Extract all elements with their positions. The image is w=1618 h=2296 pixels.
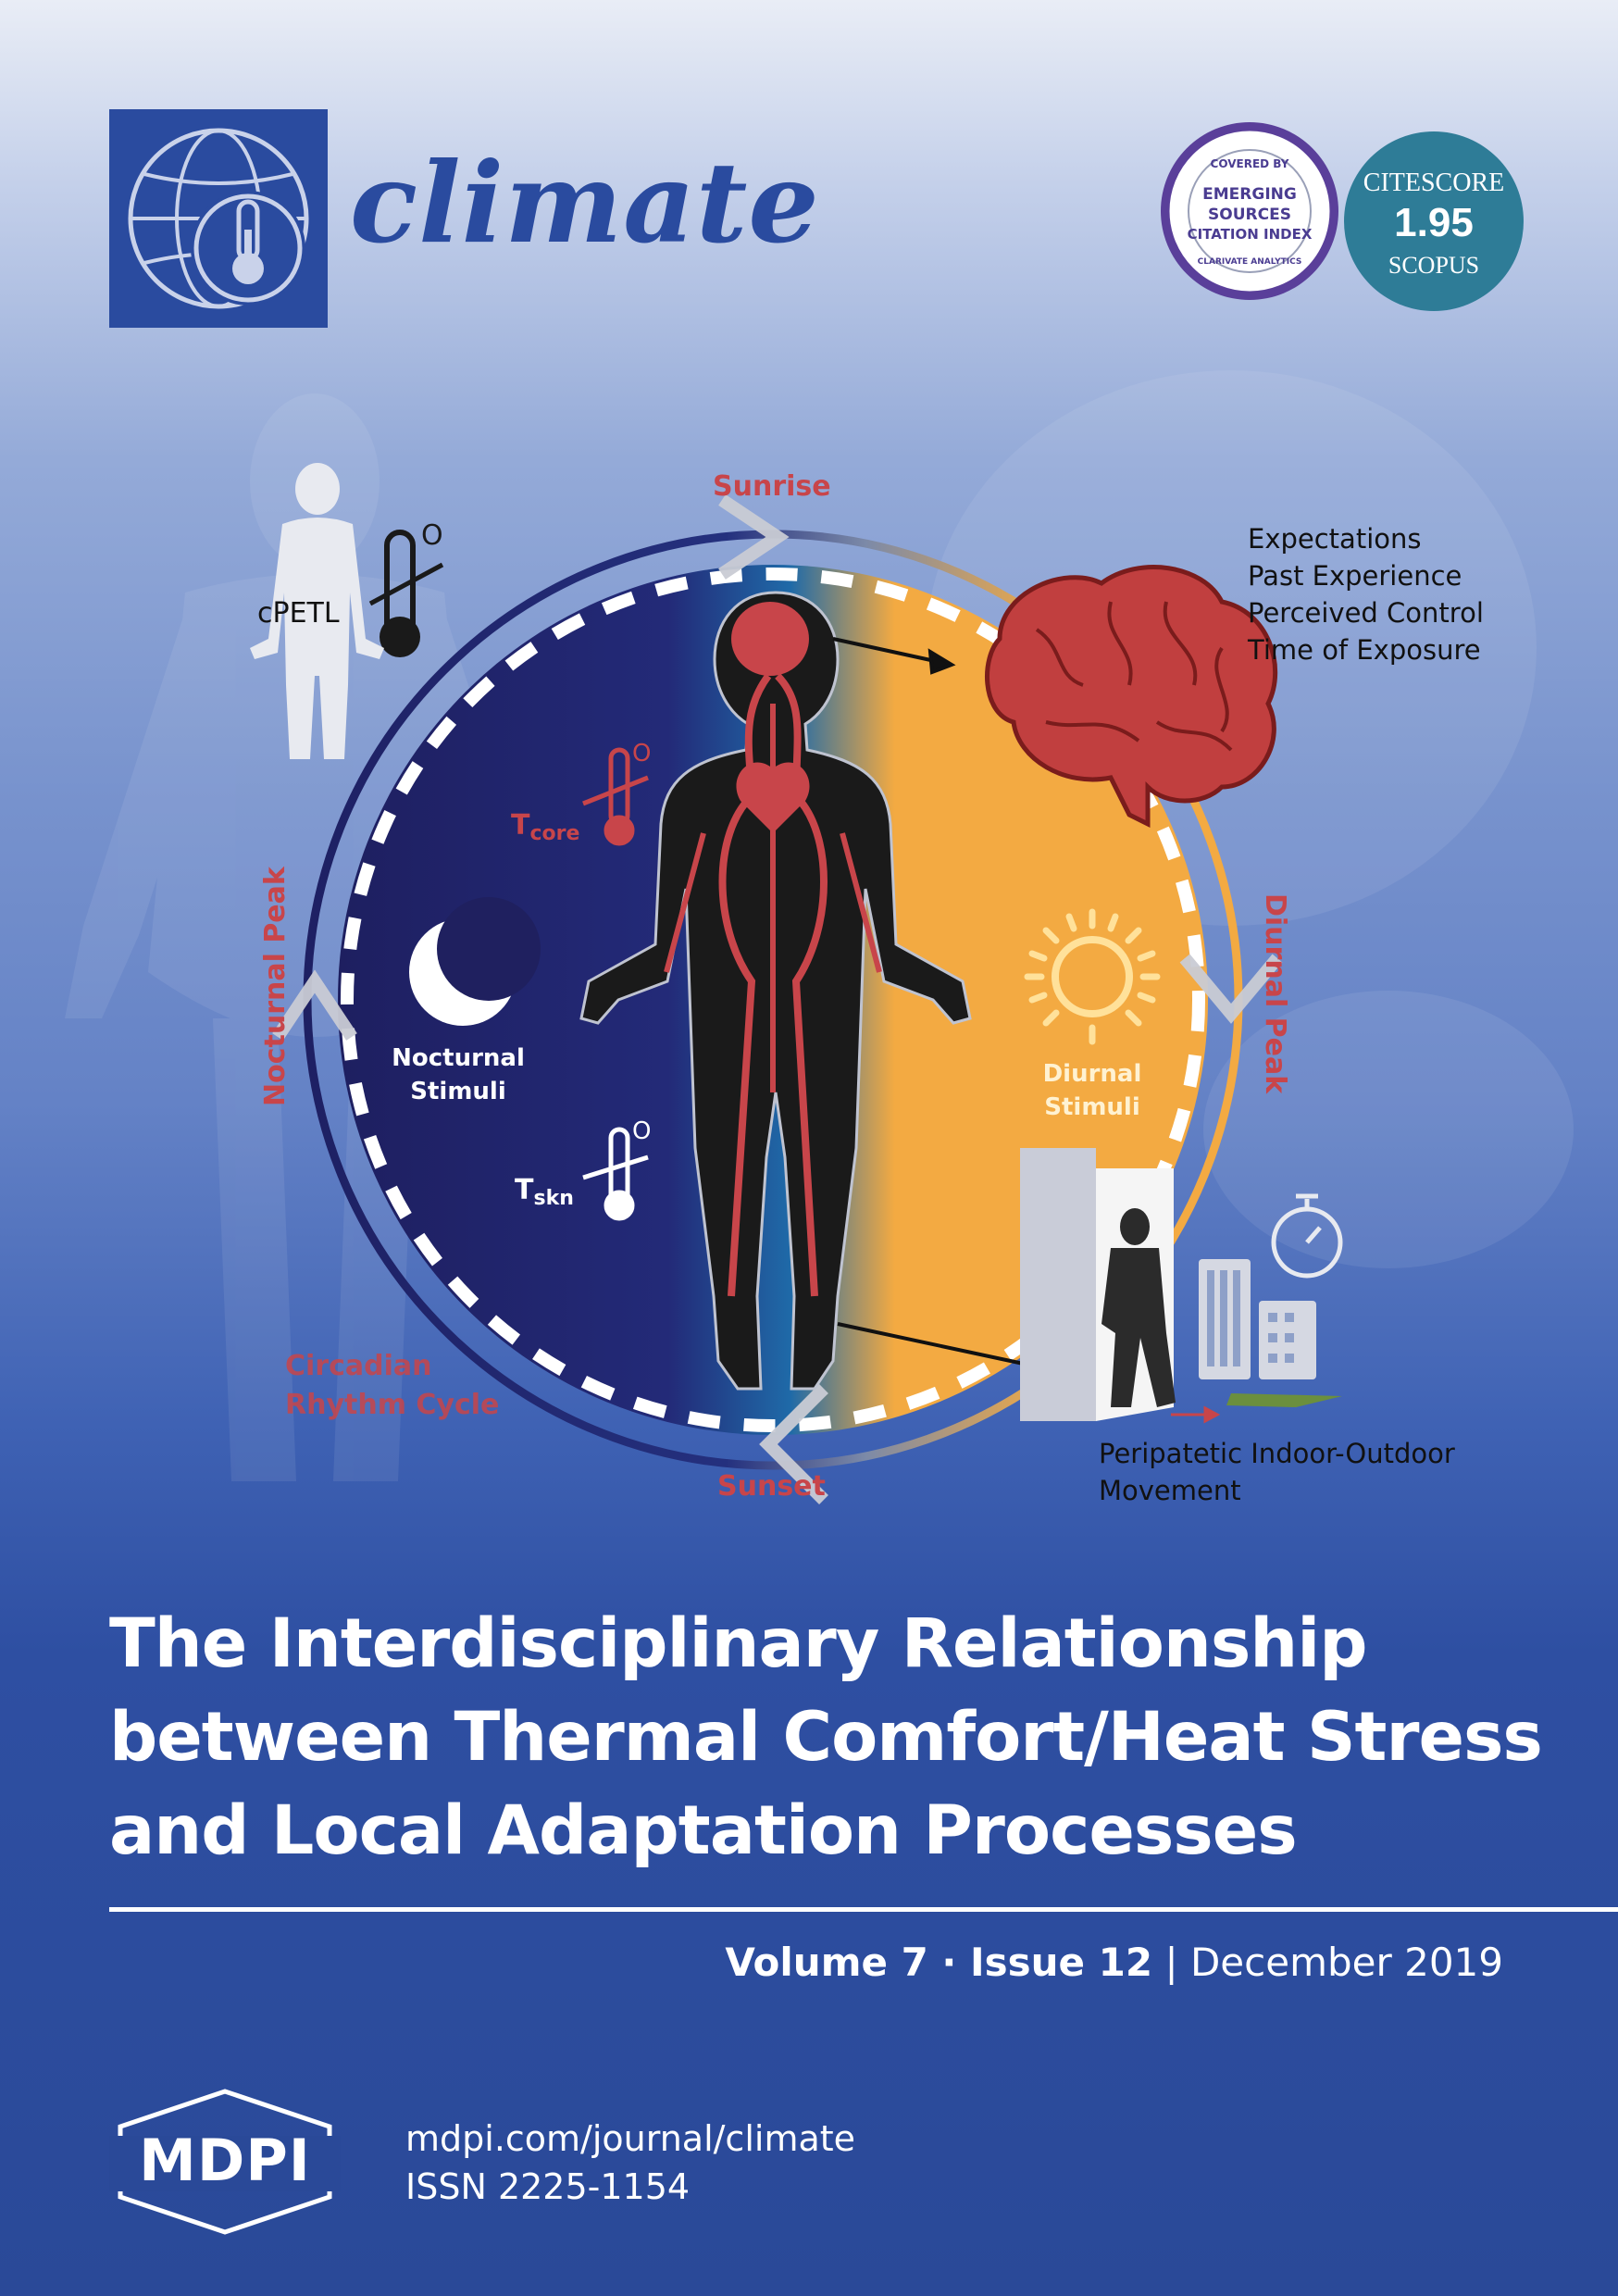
title-line-3: and Local Adaptation Processes	[109, 1791, 1298, 1870]
esci-line-2: SOURCES	[1208, 206, 1291, 224]
thermometer-icon	[368, 530, 444, 657]
nocturnal-peak-chevron-icon	[272, 969, 357, 1041]
diurnal-stimuli-line-1: Diurnal	[1042, 1060, 1142, 1088]
thermometer-icon	[582, 1127, 649, 1221]
title-line-2: between Thermal Comfort/Heat Stress	[109, 1698, 1543, 1777]
citescore-source: SCOPUS	[1388, 252, 1480, 279]
title-divider	[109, 1907, 1618, 1912]
degree-mark: O	[632, 740, 651, 767]
nocturnal-stimuli-line-2: Stimuli	[410, 1078, 506, 1105]
nocturnal-stimuli-line-1: Nocturnal	[392, 1044, 525, 1072]
factor-expectations: Expectations	[1248, 523, 1422, 555]
title-line-1: The Interdisciplinary Relationship	[109, 1604, 1368, 1683]
volume-number: Volume 7	[725, 1940, 928, 1985]
moon-icon	[409, 897, 541, 1026]
t-skn-main: T	[515, 1174, 534, 1206]
esci-top: COVERED BY	[1210, 157, 1289, 170]
factor-time-of-exposure: Time of Exposure	[1248, 634, 1481, 666]
journal-logo	[109, 109, 328, 328]
mdpi-logo: MDPI	[109, 2088, 341, 2236]
citescore-value: 1.95	[1394, 200, 1474, 245]
circadian-line-1: Circadian	[285, 1350, 432, 1382]
t-skn-sub: skn	[533, 1187, 574, 1210]
diurnal-stimuli-label: Diurnal Stimuli	[1023, 1057, 1162, 1124]
diurnal-peak-chevron-icon	[1179, 954, 1283, 1024]
sunset-label: Sunset	[717, 1470, 826, 1503]
esci-line-3: CITATION INDEX	[1187, 226, 1313, 243]
diurnal-peak-label: Diurnal Peak	[1259, 893, 1291, 1094]
factor-perceived-control: Perceived Control	[1248, 597, 1484, 629]
human-figure-icon	[579, 591, 972, 1391]
issue-date: December 2019	[1189, 1940, 1503, 1985]
nocturnal-stimuli-label: Nocturnal Stimuli	[389, 1042, 528, 1108]
sunrise-label: Sunrise	[713, 470, 831, 503]
degree-mark: O	[421, 519, 443, 552]
arrow-head	[927, 648, 956, 675]
dashed-cycle-ring	[341, 568, 1205, 1432]
movement-line-2: Movement	[1099, 1475, 1241, 1506]
movement-line-1: Peripatetic Indoor-Outdoor	[1099, 1438, 1455, 1469]
brain-icon	[985, 565, 1278, 829]
citescore-badge: CITESCORE 1.95 SCOPUS	[1344, 131, 1524, 311]
sun-icon	[1024, 908, 1161, 1045]
thermometer-icon	[582, 747, 649, 846]
diurnal-stimuli-line-2: Stimuli	[1044, 1093, 1140, 1121]
esci-badge: COVERED BY EMERGING SOURCES CITATION IND…	[1157, 119, 1342, 304]
issue-divider: |	[1152, 1940, 1190, 1985]
seal-icon	[1161, 122, 1338, 300]
citescore-label: CITESCORE	[1363, 168, 1505, 197]
mdpi-wordmark: MDPI	[139, 2127, 311, 2194]
esci-line-1: EMERGING	[1202, 185, 1297, 204]
cpetl-label: cPETL	[257, 597, 340, 630]
circadian-illustration: O O O	[250, 463, 1343, 1504]
t-core-sub: core	[529, 822, 580, 845]
article-title: The Interdisciplinary Relationship betwe…	[109, 1597, 1553, 1878]
stopwatch-icon	[1271, 1193, 1343, 1279]
journal-url[interactable]: mdpi.com/journal/climate	[405, 2118, 856, 2159]
circadian-line-2: Rhythm Cycle	[285, 1389, 500, 1421]
movement-label: Peripatetic Indoor-Outdoor Movement	[1099, 1435, 1455, 1509]
hexagon-icon	[109, 2089, 341, 2235]
t-skn-label: Tskn	[515, 1174, 574, 1210]
journal-name: climate	[350, 138, 820, 268]
factor-past-experience: Past Experience	[1248, 560, 1462, 592]
building-icon	[1199, 1259, 1342, 1407]
t-core-label: Tcore	[511, 809, 579, 845]
nocturnal-peak-label: Nocturnal Peak	[259, 867, 292, 1106]
sunrise-chevron-icon	[718, 494, 790, 580]
circadian-rhythm-label: Circadian Rhythm Cycle	[285, 1347, 499, 1425]
human-figure-icon	[250, 463, 384, 759]
t-core-main: T	[511, 809, 530, 842]
issue-info: Volume 7 · Issue 12 | December 2019	[725, 1940, 1503, 1985]
sunset-chevron-icon	[759, 1384, 828, 1504]
journal-issn: ISSN 2225-1154	[405, 2166, 691, 2207]
movement-arrow	[1171, 1405, 1221, 1424]
issue-separator: ·	[927, 1940, 971, 1985]
cognitive-factors-list: Expectations Past Experience Perceived C…	[1248, 520, 1484, 668]
globe-thermometer-icon	[128, 128, 309, 309]
esci-bottom: CLARIVATE ANALYTICS	[1197, 257, 1302, 267]
issue-number: Issue 12	[970, 1940, 1153, 1985]
door-icon	[1020, 1148, 1176, 1421]
degree-mark: O	[632, 1117, 651, 1145]
